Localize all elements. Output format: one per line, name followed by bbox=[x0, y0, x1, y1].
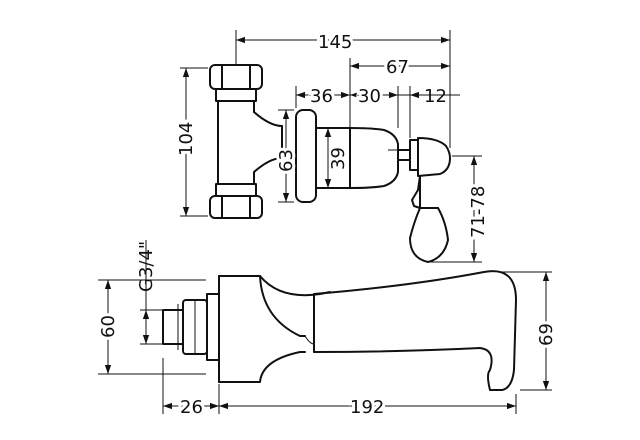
dim-26-label: 26 bbox=[180, 397, 203, 418]
dim-145-label: 145 bbox=[318, 32, 352, 53]
dim-192-label: 192 bbox=[350, 397, 384, 418]
dim-63-label: 63 bbox=[276, 149, 297, 172]
dim-69-label: 69 bbox=[536, 323, 557, 346]
dim-12-label: 12 bbox=[424, 86, 447, 107]
top-union-nut bbox=[209, 64, 263, 102]
dim-71-78-label: 71-78 bbox=[468, 186, 489, 238]
dim-67-label: 67 bbox=[386, 57, 409, 78]
thread-size-label: G3/4" bbox=[136, 241, 157, 292]
dim-104-label: 104 bbox=[176, 122, 197, 156]
valve-body bbox=[217, 100, 283, 185]
spout-dimensions: G3/4" 60 69 26 192 bbox=[95, 240, 560, 421]
top-dimensions: 145 67 36 30 12 104 63 39 bbox=[173, 29, 492, 263]
dim-30-label: 30 bbox=[358, 86, 381, 107]
dim-60-label: 60 bbox=[98, 315, 119, 338]
wall-flange bbox=[295, 109, 317, 203]
spout-view bbox=[162, 270, 517, 391]
dim-36-label: 36 bbox=[310, 86, 333, 107]
dim-39-label: 39 bbox=[328, 147, 349, 170]
spout-body bbox=[218, 270, 517, 391]
lever-handle bbox=[397, 137, 451, 263]
bottom-union-nut bbox=[209, 183, 263, 219]
wall-connector bbox=[162, 293, 220, 361]
